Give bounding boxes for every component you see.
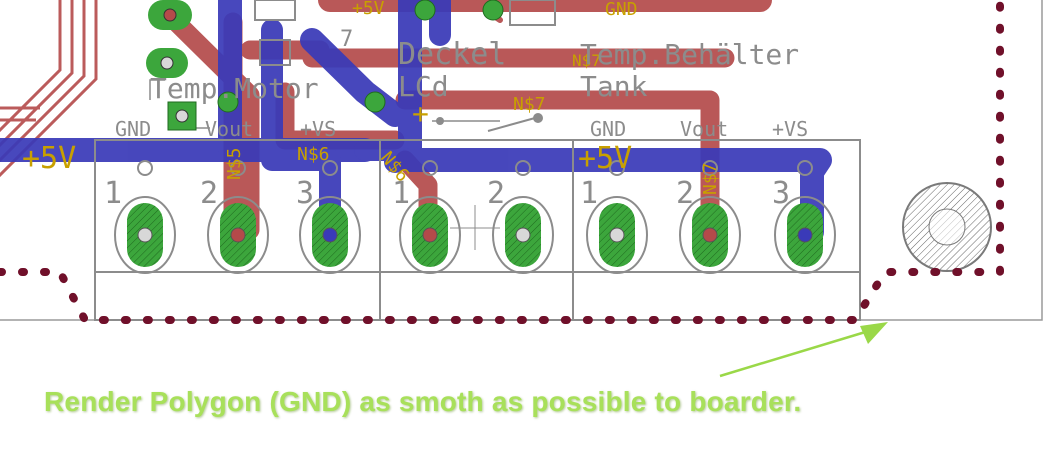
- pad: [207, 196, 269, 274]
- pad: [146, 48, 188, 78]
- top-copper-traces: [160, 0, 772, 242]
- pin-number-2a: 2: [200, 176, 218, 211]
- net-label-p5v-right: +5V: [578, 141, 632, 176]
- pin-number-1a: 1: [104, 176, 122, 211]
- label-temp-motor: Temp.Motor: [150, 72, 319, 105]
- pin-label-gnd-1: GND: [115, 117, 151, 141]
- plus-sign: +: [412, 97, 429, 130]
- net-label-n86-top: N$6: [297, 144, 330, 165]
- pad: [399, 196, 461, 274]
- fragment-7: 7: [340, 27, 353, 52]
- pad: [774, 196, 836, 274]
- net-label-p5v-left: +5V: [22, 141, 76, 176]
- net-label-p5v-top: +5V: [352, 0, 385, 19]
- label-tank: Tank: [580, 70, 648, 103]
- silkscreen-labels: GND N$7 Deckel LCd Temp.Behälter Tank Te…: [22, 0, 808, 211]
- pin-number-1c: 1: [580, 176, 598, 211]
- net-label-n87-vert: N$7: [700, 162, 721, 195]
- pin-label-vs-2: +VS: [772, 117, 808, 141]
- pad: [299, 196, 361, 274]
- pin-label-vout-2: Vout: [680, 117, 728, 141]
- via: [217, 91, 239, 113]
- pin-number-2c: 2: [676, 176, 694, 211]
- net-label-n87-top: N$7: [572, 51, 601, 70]
- pad: [148, 0, 192, 30]
- pad: [679, 196, 741, 274]
- via: [482, 0, 504, 21]
- pin-number-3a: 3: [296, 176, 314, 211]
- net-label-gnd-top: GND: [605, 0, 638, 20]
- connector-pads: [114, 196, 836, 274]
- pad: [492, 196, 554, 274]
- pin-number-2b: 2: [487, 176, 505, 211]
- via: [364, 91, 386, 113]
- pin-label-gnd-2: GND: [590, 117, 626, 141]
- mounting-hole: [902, 182, 992, 272]
- via: [414, 0, 436, 21]
- label-deckel: Deckel: [398, 37, 506, 72]
- pin-label-vout-1: Vout: [205, 117, 253, 141]
- annotation-text: Render Polygon (GND) as smoth as possibl…: [44, 386, 802, 417]
- pin-number-1b: 1: [392, 176, 410, 211]
- label-lid-short: LCd: [398, 70, 449, 103]
- net-label-n85: N$5: [224, 147, 245, 180]
- pad: [114, 196, 176, 274]
- net-label-n87-mid: N$7: [513, 94, 546, 115]
- pad: [586, 196, 648, 274]
- label-temp-behaelter: Temp.Behälter: [580, 38, 799, 71]
- pin-label-vs-1: +VS: [300, 117, 336, 141]
- pin-number-3c: 3: [772, 176, 790, 211]
- annotation-arrow: [719, 322, 888, 378]
- pad: [167, 101, 197, 131]
- gnd-polygon-outline[interactable]: [0, 0, 1004, 324]
- component-pads: [146, 0, 504, 131]
- bottom-copper-traces: [0, 0, 832, 244]
